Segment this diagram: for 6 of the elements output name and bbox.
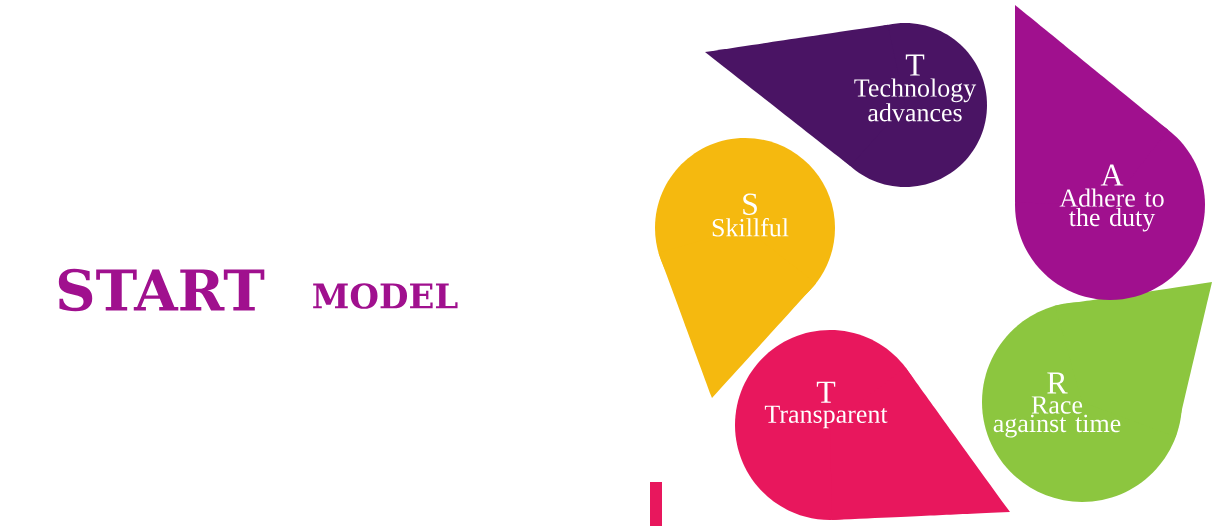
title-text: MODEL — [313, 283, 458, 309]
teardrop-petal: A Adhere to the duty — [1015, 5, 1205, 300]
node-label: T — [905, 54, 925, 76]
title-text: START — [58, 268, 265, 312]
teardrop-petal: T Technology advances — [705, 23, 987, 187]
teardrop-petal: R Race against time — [982, 282, 1212, 502]
